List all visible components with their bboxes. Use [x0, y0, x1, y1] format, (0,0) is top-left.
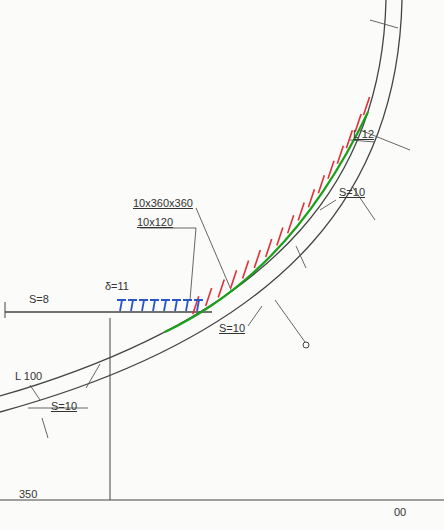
dimension-label: S=10	[218, 322, 246, 334]
weld-hatch-red	[193, 97, 370, 314]
dimension-line	[110, 318, 111, 500]
hatch-stroke	[206, 288, 212, 306]
dimension-label: 350	[18, 488, 38, 500]
hatch-stroke	[266, 239, 272, 257]
hatch-tick	[150, 300, 159, 311]
hatch-stroke	[254, 250, 260, 268]
inner-shell-line	[0, 0, 386, 396]
dimension-label: 10x360x360	[132, 197, 194, 209]
dimension-label: 10x120	[136, 216, 174, 228]
dimension-label: δ=11	[104, 280, 130, 292]
hatch-tick	[117, 300, 126, 311]
hatch-tick	[172, 300, 181, 311]
weld-hatch-blue	[117, 300, 203, 311]
hatch-stroke	[328, 161, 334, 179]
dimension-label: S=10	[50, 400, 78, 412]
hatch-stroke	[231, 270, 237, 288]
hatch-stroke	[218, 279, 224, 297]
hatch-stroke	[277, 227, 283, 245]
dimension-label: S=10	[338, 186, 366, 198]
hatch-stroke	[243, 260, 249, 278]
hatch-stroke	[288, 215, 294, 233]
outer-shell-line	[0, 0, 402, 412]
hatch-stroke	[346, 130, 352, 148]
dimension-label: S=8	[28, 293, 50, 305]
hatch-tick	[183, 300, 192, 311]
dimension-label: L 12	[352, 128, 375, 140]
hatch-tick	[128, 300, 137, 311]
weld-line-green	[165, 112, 368, 332]
hatch-tick	[161, 300, 170, 311]
base-line	[0, 500, 444, 501]
deck-plate-line	[5, 311, 212, 312]
hatch-tick	[139, 300, 148, 311]
hatch-tick	[194, 300, 203, 311]
hatch-stroke	[318, 175, 324, 193]
hatch-stroke	[308, 189, 314, 207]
dimension-label: 00	[393, 506, 407, 518]
plate-end-mark	[5, 302, 6, 318]
node-circle-mark	[303, 342, 309, 348]
hatch-stroke	[298, 203, 304, 221]
hatch-stroke	[337, 146, 343, 164]
dimension-label: L 100	[14, 370, 43, 382]
hatch-stroke	[364, 97, 370, 115]
